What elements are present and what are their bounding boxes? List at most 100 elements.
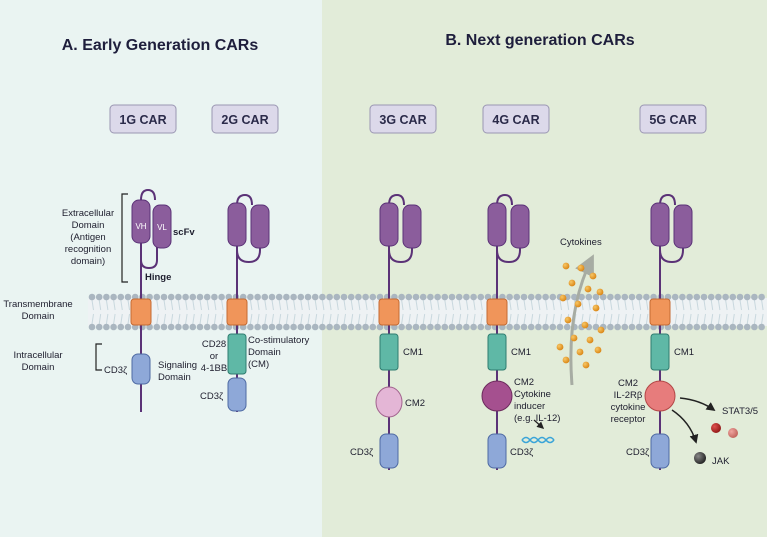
lipid-head [693,293,701,301]
lipid-head [635,323,643,331]
lipid-head [117,323,125,331]
cm1-domain [487,333,507,371]
lipid-head [412,323,420,331]
vh-domain [650,202,670,247]
lipid-head [369,323,377,331]
lipid-head [549,293,557,301]
cd3z-domain [650,433,670,469]
lipid-head [470,323,477,331]
lipid-head [419,323,427,331]
cd3z-label-2g: CD3ζ [200,391,224,402]
lipid-head [290,293,297,301]
lipid-head [427,323,434,331]
lipid-head [729,293,737,301]
transmembrane-segment [130,298,152,326]
lipid-head [268,293,276,301]
lipid-head [506,323,513,331]
gen-label-2g-text: 2G CAR [221,113,268,127]
stat-arrow [679,397,716,412]
lipid-head [578,293,585,301]
lipid-head [340,293,348,301]
lipid-head [355,293,362,301]
lipid-head [304,323,312,331]
svg-text:Domain: Domain [158,372,191,383]
vh-domain [227,202,247,247]
lipid-head [758,323,765,331]
lipid-head [398,323,405,331]
lipid-head [275,323,283,331]
svg-text:4-1BB: 4-1BB [201,363,227,374]
transmembrane-segment [378,298,400,326]
cytokine-dot [562,262,570,270]
svg-text:IL-2Rβ: IL-2Rβ [614,390,643,401]
lipid-head [405,293,413,301]
transmembrane-segment [486,298,508,326]
lipid-head [527,323,535,331]
lipid-head [643,323,650,331]
lipid-head [261,293,269,301]
lipid-head [434,323,441,331]
lipid-head [427,293,434,301]
lipid-head [211,323,218,331]
gen-label-1g-text: 1G CAR [119,113,166,127]
car-4g: CM1 CM2 Cytokine inducer (e.g. IL-12) CD… [481,193,605,470]
lipid-head [743,323,751,331]
cytokine-dot [556,343,564,351]
lipid-head [715,293,722,301]
cytokine-dot [584,285,592,293]
lipid-head [88,293,96,301]
cd3z-signaling-domain [131,353,151,385]
cm2-label-3g: CM2 [405,398,425,409]
lipid-head [153,323,161,331]
cm1-label-4g: CM1 [511,347,531,358]
gen-label-1g: 1G CAR [109,104,177,134]
lipid-head [340,323,348,331]
cytokine-dot [574,300,582,308]
vh-domain [487,202,507,247]
lipid-head [218,293,225,301]
lipid-head [715,323,722,331]
cd3z-label-5g: CD3ζ [626,447,650,458]
cm2-label-4g: CM2 [514,377,534,388]
lipid-head [175,323,182,331]
lipid-head [203,293,211,301]
lipid-head [628,323,636,331]
lipid-head [160,293,168,301]
svg-text:(Antigen: (Antigen [70,232,105,243]
lipid-head [751,293,758,301]
lipid-head [592,293,600,301]
lipid-head [117,293,125,301]
lipid-head [585,293,593,301]
lipid-head [362,323,369,331]
lipid-head [124,293,132,301]
lipid-head [326,293,333,301]
lipid-head [103,323,110,331]
vh-domain [131,199,151,244]
lipid-head [621,293,629,301]
costim-label: Co-stimulatory [248,335,309,346]
lipid-head [477,323,485,331]
lipid-head [700,293,708,301]
lipid-head [110,293,117,301]
svg-text:receptor: receptor [611,414,646,425]
panel-a-background [0,0,322,537]
cytokine-particles [556,262,605,369]
lipid-head [167,323,175,331]
gen-label-3g-text: 3G CAR [379,113,426,127]
lipid-head [189,323,197,331]
svg-text:domain): domain) [71,256,105,267]
lipid-head [275,293,283,301]
cytokines-label: Cytokines [560,237,602,248]
lipid-head [506,293,513,301]
costimulatory-domain [227,333,247,375]
lipid-head [729,323,737,331]
cytokine-dot [564,316,572,324]
cm1-domain [379,333,399,371]
lipid-head [751,323,758,331]
lipid-head [700,323,708,331]
stat-molecule-1 [711,423,721,433]
lipid-head [679,323,686,331]
vl-domain [402,204,422,249]
lipid-head [455,293,463,301]
